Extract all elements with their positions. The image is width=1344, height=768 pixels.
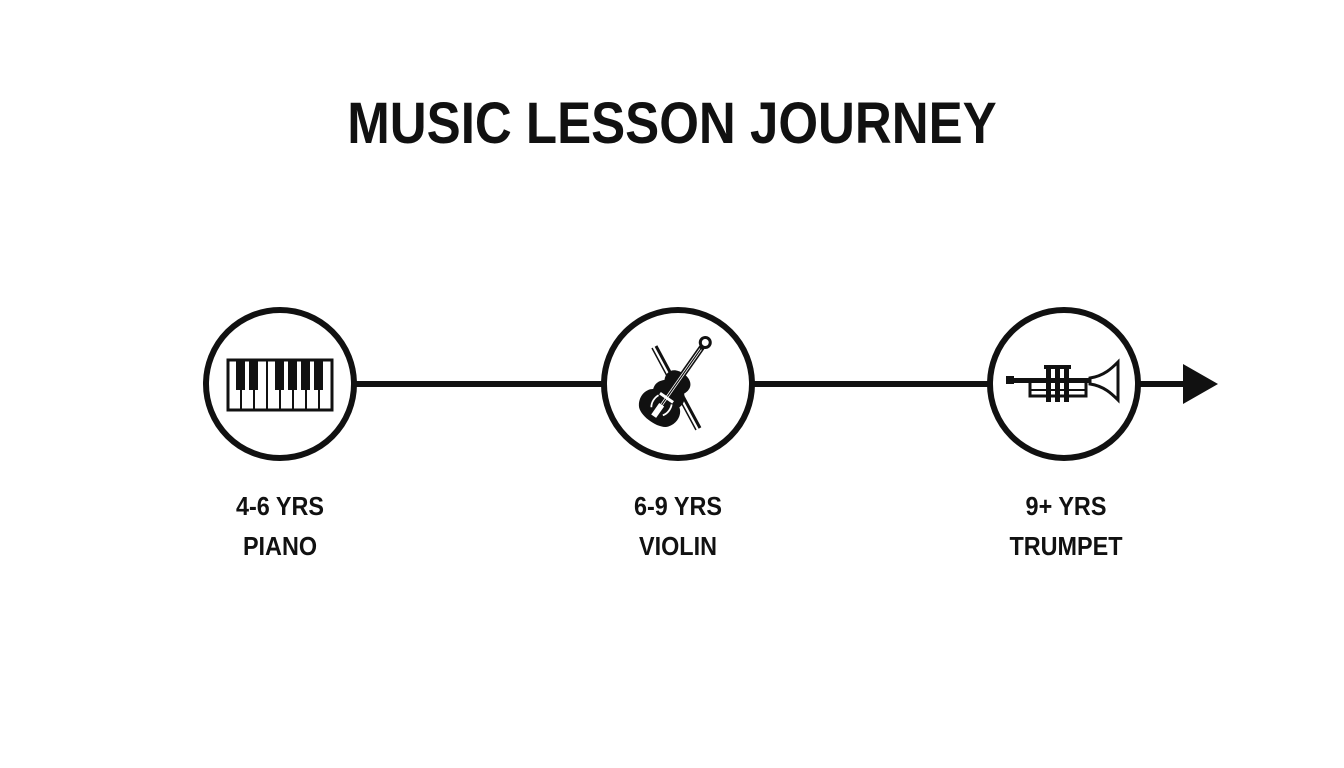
violin-icon bbox=[638, 335, 712, 431]
stage-label-trumpet: 9+ YRS TRUMPET bbox=[967, 486, 1165, 566]
stage-age: 6-9 YRS bbox=[633, 491, 723, 521]
stage-label-piano: 4-6 YRS PIANO bbox=[181, 486, 379, 566]
stage-node-piano bbox=[203, 307, 357, 461]
stage-age: 4-6 YRS bbox=[235, 491, 325, 521]
piano-keys-icon bbox=[226, 358, 334, 412]
stage-node-trumpet bbox=[987, 307, 1141, 461]
trumpet-icon bbox=[1006, 358, 1120, 404]
diagram-title: MUSIC LESSON JOURNEY bbox=[347, 91, 997, 156]
stage-instrument: VIOLIN bbox=[638, 531, 717, 561]
stage-node-violin bbox=[601, 307, 755, 461]
stage-age: 9+ YRS bbox=[1025, 491, 1107, 521]
stage-instrument: PIANO bbox=[242, 531, 318, 561]
stage-label-violin: 6-9 YRS VIOLIN bbox=[579, 486, 777, 566]
timeline-arrowhead bbox=[1183, 364, 1218, 404]
stage-instrument: TRUMPET bbox=[1009, 531, 1123, 561]
